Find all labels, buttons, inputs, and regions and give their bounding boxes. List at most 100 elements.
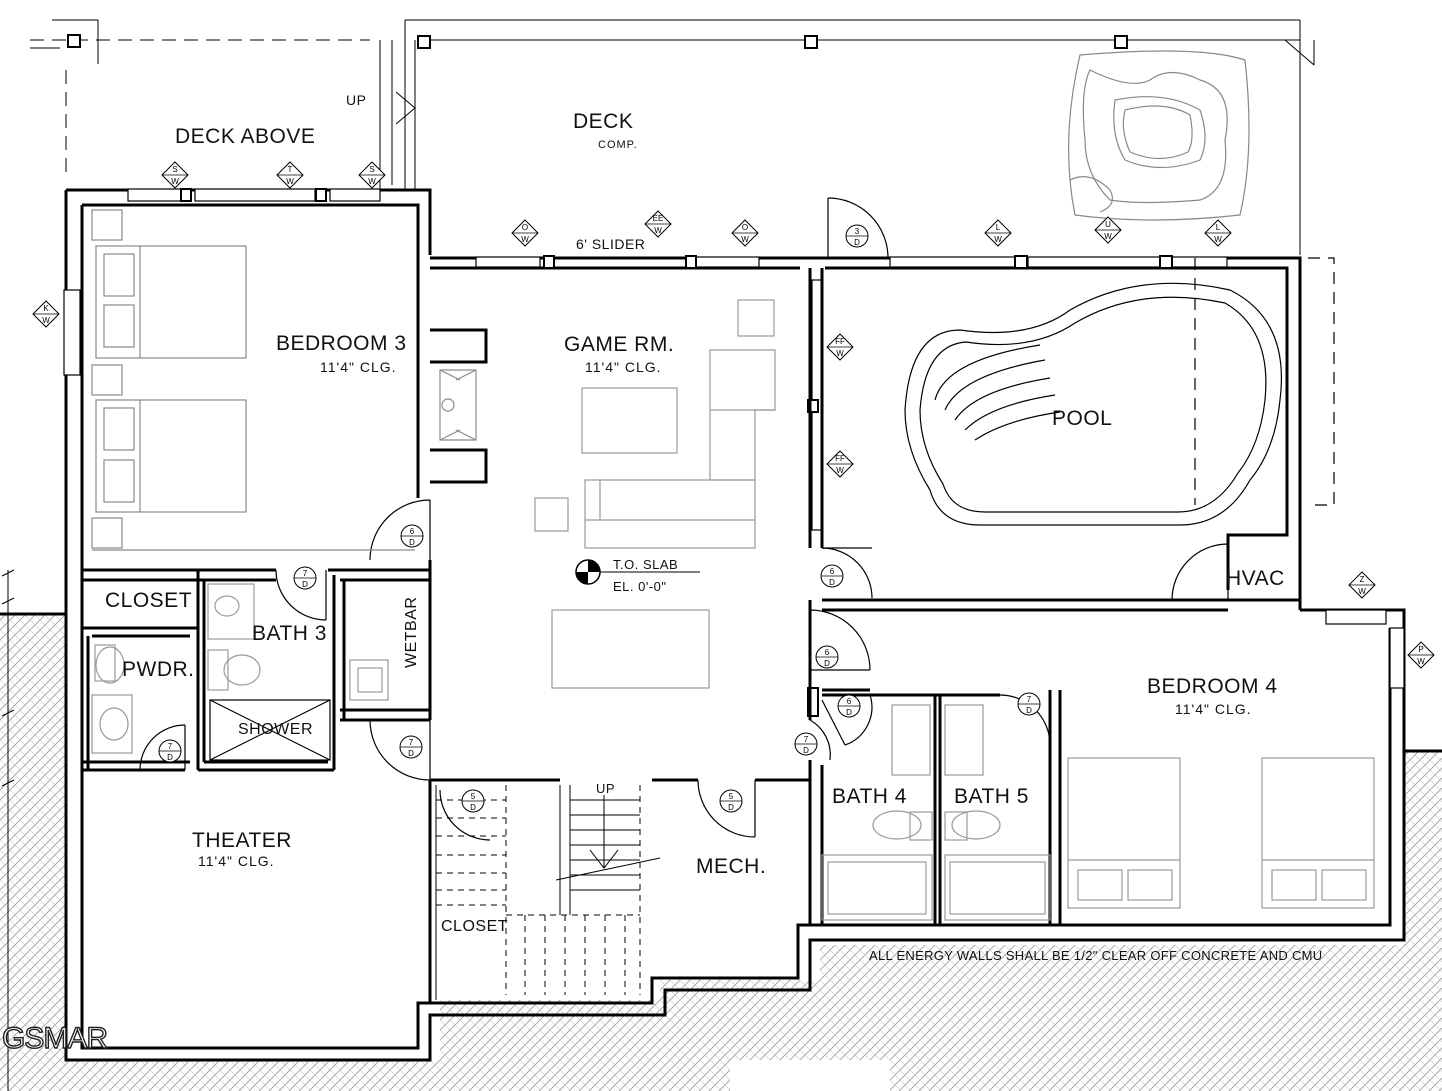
- door-tag-number: 7: [303, 569, 308, 578]
- window-tag-suffix: W: [1358, 587, 1366, 596]
- window-tag-type: Z: [1360, 575, 1365, 584]
- label-theater-clg: 11'4" CLG.: [198, 853, 275, 869]
- label-powder: PWDR.: [122, 658, 195, 681]
- bedroom3-beds: [91, 209, 415, 551]
- label-closet-stair: CLOSET: [441, 918, 509, 935]
- dimension-ticks: [1, 569, 15, 1091]
- window-tag-type: U: [1105, 220, 1111, 229]
- door-tag: 6D: [820, 564, 844, 588]
- door-tag-number: 5: [471, 792, 476, 801]
- door-tag-number: 7: [1027, 695, 1032, 704]
- door-tag-number: 6: [410, 527, 415, 536]
- window-tag-type: EE: [653, 214, 664, 223]
- window-tag: FF W: [826, 450, 854, 478]
- interior-walls: [82, 268, 1300, 1003]
- deck-posts: [67, 34, 1128, 49]
- window-tag: ZW: [1348, 571, 1376, 599]
- label-shower: SHOWER: [238, 721, 313, 738]
- window-tag: OW: [731, 219, 759, 247]
- window-tag-type: O: [522, 223, 528, 232]
- label-bedroom4-clg: 11'4" CLG.: [1175, 701, 1252, 717]
- label-bedroom3: BEDROOM 3: [276, 332, 407, 355]
- window-tag-type: S: [172, 165, 177, 174]
- door-tag-number: 7: [804, 735, 809, 744]
- door-tag-suffix: D: [728, 803, 734, 812]
- door-tag-suffix: D: [829, 578, 835, 587]
- label-game-room-clg: 11'4" CLG.: [585, 359, 662, 375]
- window-units: [63, 188, 1405, 689]
- window-tag-suffix: W: [368, 177, 376, 186]
- watermark: GSMAR: [1, 1021, 108, 1055]
- label-bath4: BATH 4: [832, 785, 907, 808]
- window-tag-type: P: [1418, 645, 1423, 654]
- door-tag: 7D: [794, 732, 818, 756]
- earth-hatch: [0, 615, 1442, 1091]
- label-up-stair: UP: [596, 781, 616, 796]
- fireplace: [439, 369, 477, 441]
- window-tag-type: K: [43, 304, 49, 313]
- hot-tub: [1068, 50, 1250, 221]
- label-deck: DECK: [573, 110, 634, 133]
- door-tag: 7D: [399, 735, 423, 759]
- window-tag-suffix: W: [1104, 232, 1112, 241]
- door-tag-suffix: D: [167, 753, 173, 762]
- energy-wall-note: ALL ENERGY WALLS SHALL BE 1/2" CLEAR OFF…: [869, 948, 1323, 963]
- window-tag-type: S: [369, 165, 374, 174]
- door-tag: 3D: [845, 224, 869, 248]
- label-bedroom3-clg: 11'4" CLG.: [320, 359, 397, 375]
- door-tag-suffix: D: [846, 708, 852, 717]
- label-theater: THEATER: [192, 829, 292, 852]
- door-tag-number: 7: [168, 742, 173, 751]
- label-deck-above: DECK ABOVE: [175, 125, 316, 148]
- door-tag: 7D: [293, 566, 317, 590]
- label-elevation: EL. 0'-0": [613, 579, 667, 594]
- slab-marker: [575, 559, 700, 585]
- door-tag-number: 7: [409, 738, 414, 747]
- window-tag-type: FF: [835, 337, 845, 346]
- window-tag-type: L: [996, 223, 1001, 232]
- window-tag-suffix: W: [741, 235, 749, 244]
- window-tag: KW: [32, 300, 60, 328]
- door-tag-suffix: D: [854, 238, 860, 247]
- window-tag: EE W: [644, 210, 672, 238]
- door-swings: [139, 197, 1229, 841]
- door-tag-suffix: D: [824, 659, 830, 668]
- window-tag-type: FF: [835, 454, 845, 463]
- label-slider: 6' SLIDER: [576, 236, 646, 252]
- label-bath3: BATH 3: [252, 622, 327, 645]
- label-bedroom4: BEDROOM 4: [1147, 675, 1278, 698]
- window-tag: SW: [358, 161, 386, 189]
- window-mullions: [180, 188, 1173, 717]
- window-tag-type: O: [742, 223, 748, 232]
- door-tag-suffix: D: [803, 746, 809, 755]
- window-tag-suffix: W: [836, 466, 844, 475]
- window-tag-suffix: W: [1214, 235, 1222, 244]
- door-tag-number: 5: [729, 792, 734, 801]
- door-tag: 7D: [158, 739, 182, 763]
- door-tag-suffix: D: [470, 803, 476, 812]
- door-tag: 6D: [815, 645, 839, 669]
- door-tag-suffix: D: [408, 749, 414, 758]
- window-tag-suffix: W: [42, 316, 50, 325]
- label-hvac: HVAC: [1226, 567, 1285, 590]
- door-tag: 6D: [837, 694, 861, 718]
- window-tag-suffix: W: [994, 235, 1002, 244]
- label-bath5: BATH 5: [954, 785, 1029, 808]
- window-tag-suffix: W: [654, 226, 662, 235]
- label-to-slab: T.O. SLAB: [613, 557, 679, 572]
- window-tag: SW: [161, 161, 189, 189]
- stairs: [435, 785, 661, 1000]
- door-tag-number: 6: [825, 648, 830, 657]
- window-tag: LW: [1204, 219, 1232, 247]
- label-up-top: UP: [346, 92, 367, 108]
- label-wetbar: WETBAR: [403, 596, 420, 668]
- label-game-room: GAME RM.: [564, 333, 675, 356]
- deck-outline: [30, 19, 1315, 255]
- door-tag: 5D: [461, 789, 485, 813]
- window-tag: UW: [1094, 216, 1122, 244]
- door-tag: 7D: [1017, 692, 1041, 716]
- window-tag: PW: [1407, 641, 1435, 669]
